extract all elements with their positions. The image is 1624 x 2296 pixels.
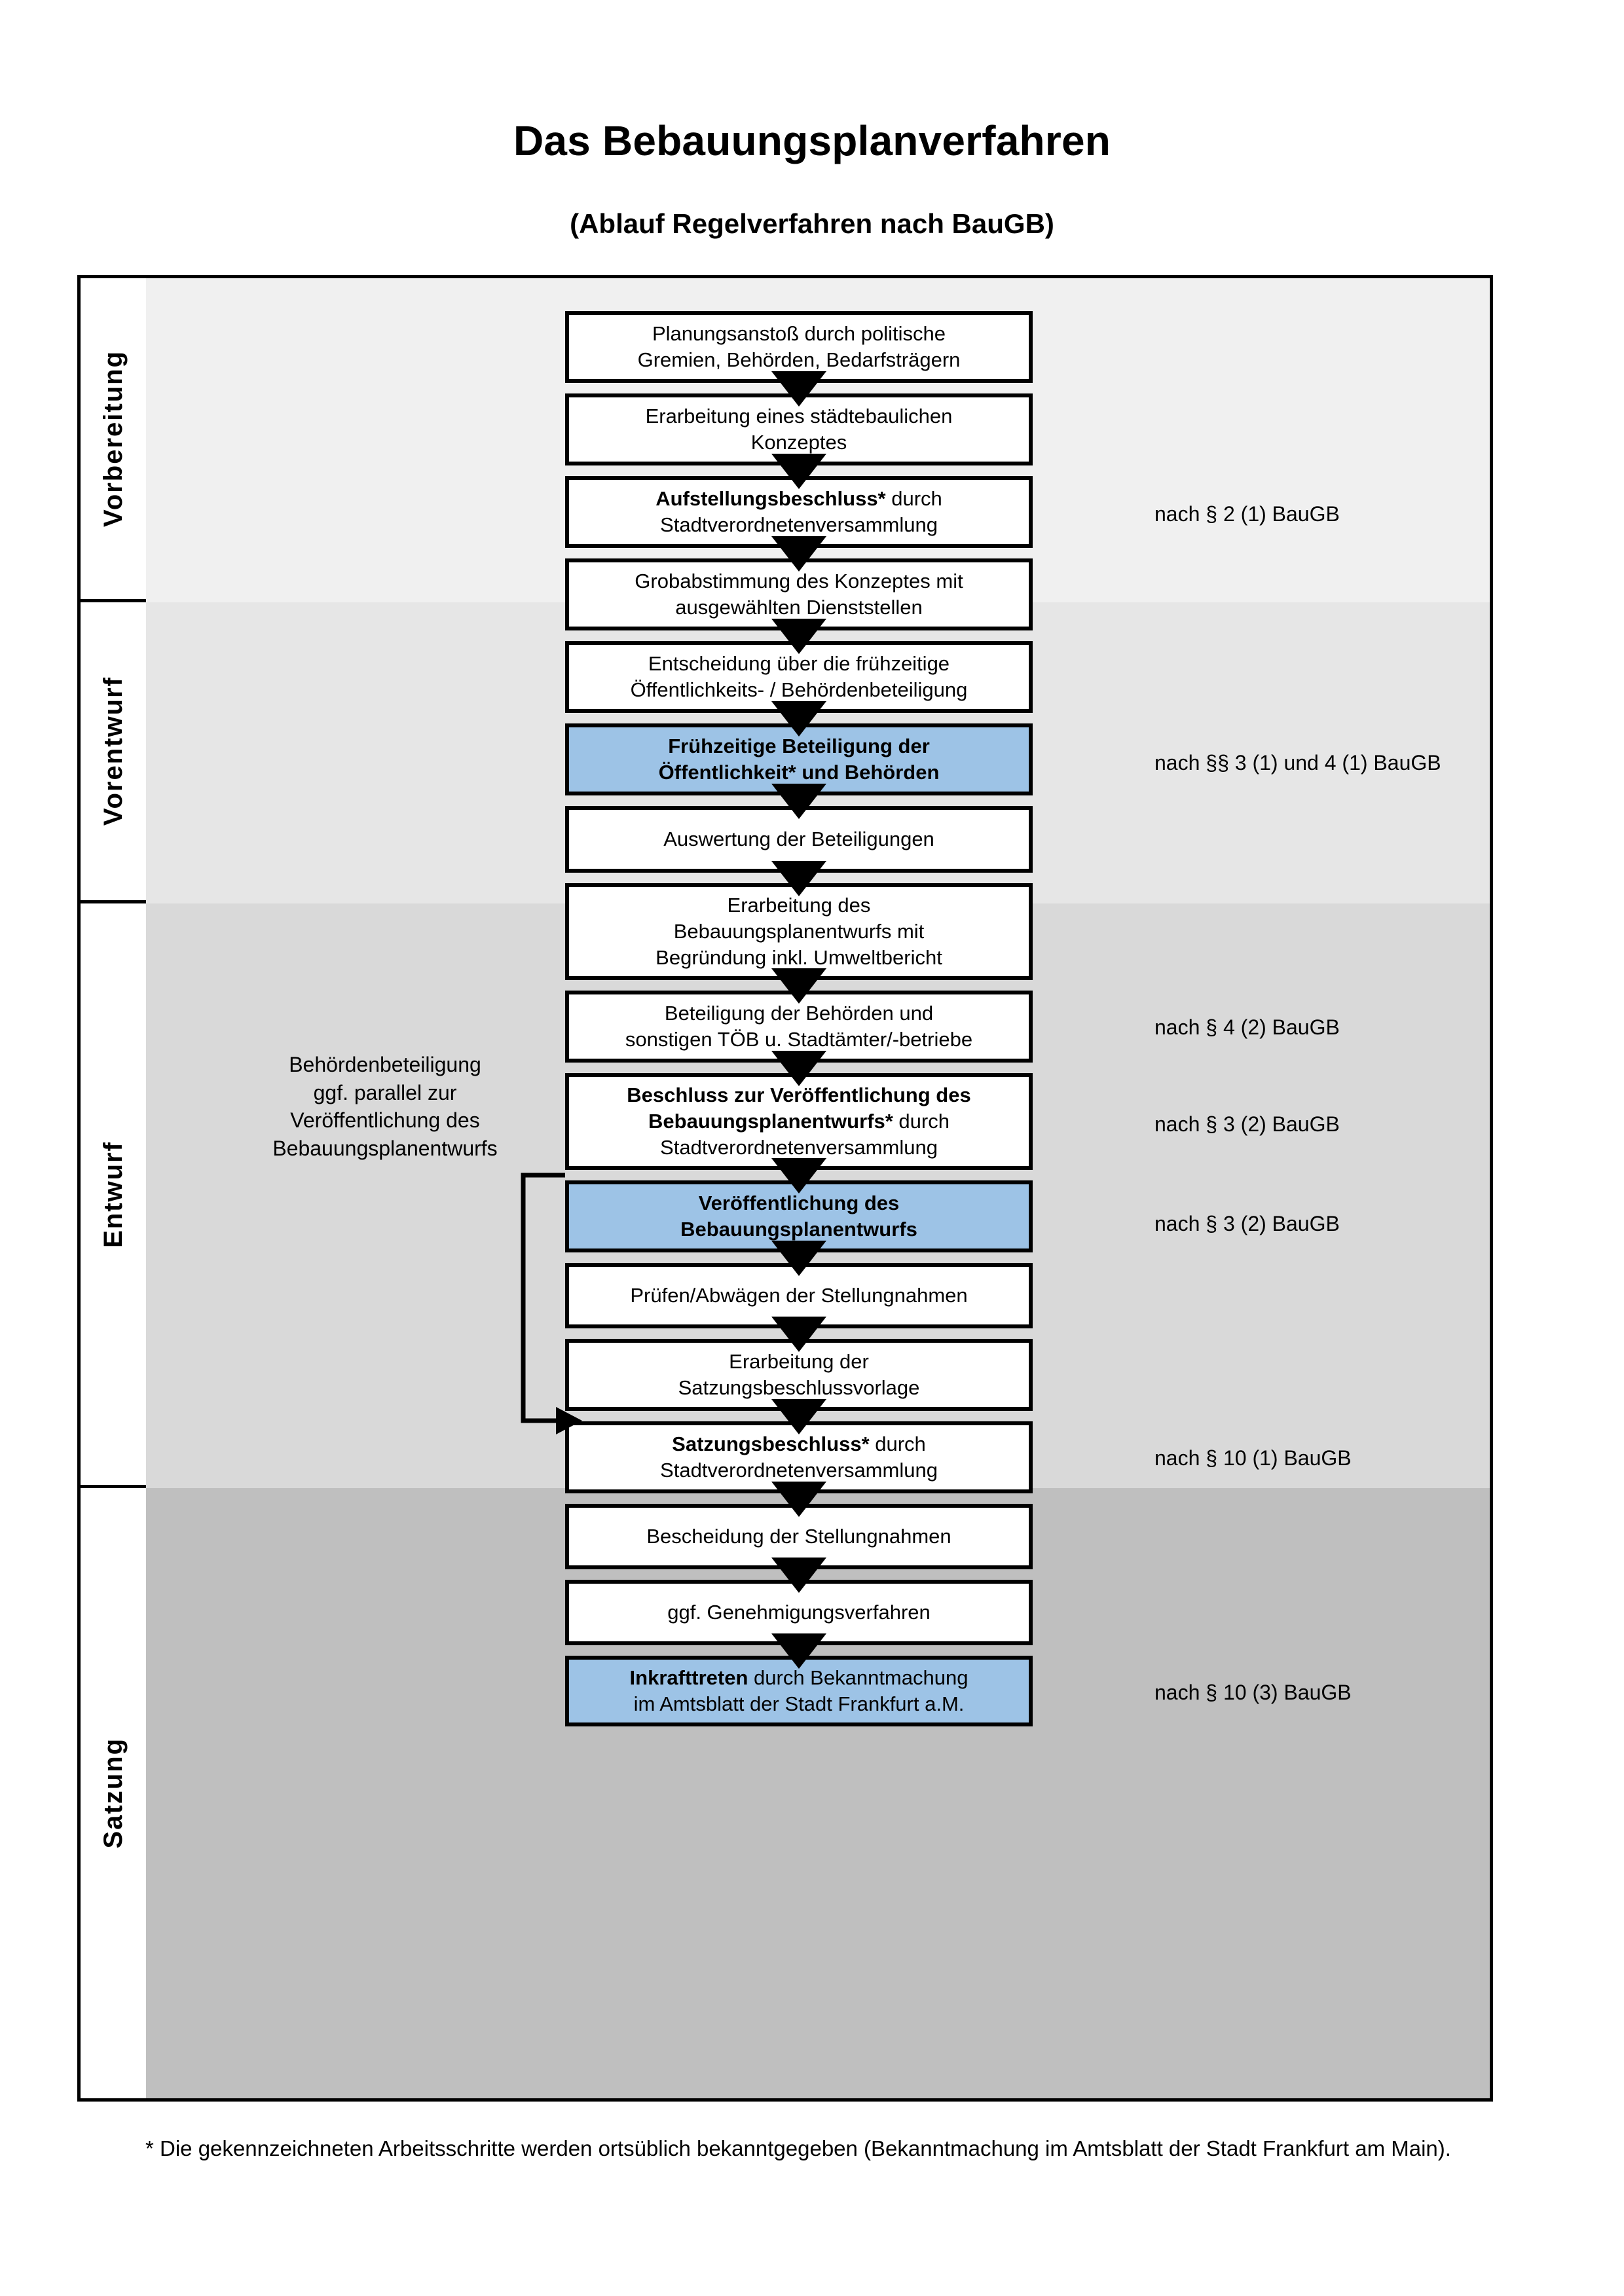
page-title: Das Bebauungsplanverfahren — [513, 117, 1111, 164]
phase-label-entwurf: Entwurf — [81, 903, 146, 1488]
legal-ref-par10-3: nach § 10 (3) BauGB — [1154, 1681, 1352, 1704]
phase-label-text: Vorbereitung — [98, 350, 128, 527]
phase-label-text: Vorentwurf — [98, 676, 128, 826]
arrow-icon — [771, 968, 826, 1004]
page-subtitle: (Ablauf Regelverfahren nach BauGB) — [570, 208, 1054, 239]
side-note-line: Veröffentlichung des — [290, 1108, 480, 1133]
side-note-behoerdenbeteiligung: Behördenbeteiligung ggf. parallel zur Ve… — [212, 1051, 559, 1162]
phase-label-text: Satzung — [98, 1738, 128, 1849]
legal-ref-par3-2-a: nach § 3 (2) BauGB — [1154, 1112, 1340, 1136]
arrow-icon — [771, 536, 826, 572]
arrow-icon — [771, 371, 826, 407]
step-text: Auswertung der Beteiligungen — [663, 827, 934, 850]
footnote: * Die gekennzeichneten Arbeitsschritte w… — [145, 2136, 1451, 2160]
phase-label-column: Vorbereitung Vorentwurf Entwurf Satzung — [81, 278, 146, 2098]
legal-ref-par3-1-4-1: nach §§ 3 (1) und 4 (1) BauGB — [1154, 751, 1441, 774]
arrow-icon — [771, 1482, 826, 1517]
arrow-icon — [771, 1317, 826, 1352]
step-text: ggf. Genehmigungsverfahren — [667, 1600, 931, 1624]
arrow-icon — [771, 1558, 826, 1593]
legal-ref-par2-1: nach § 2 (1) BauGB — [1154, 502, 1340, 526]
legal-ref-par10-1: nach § 10 (1) BauGB — [1154, 1446, 1352, 1470]
phase-label-satzung: Satzung — [81, 1488, 146, 2098]
arrow-icon — [771, 1051, 826, 1086]
arrow-icon — [771, 1158, 826, 1194]
step-text: Bescheidung der Stellungnahmen — [646, 1524, 951, 1548]
phase-label-text: Entwurf — [98, 1140, 128, 1248]
arrow-icon — [771, 619, 826, 654]
arrow-icon — [771, 784, 826, 819]
phase-label-vorbereitung: Vorbereitung — [81, 278, 146, 602]
step-text: Prüfen/Abwägen der Stellungnahmen — [630, 1283, 968, 1307]
phase-label-vorentwurf: Vorentwurf — [81, 602, 146, 903]
arrow-icon — [771, 1399, 826, 1434]
arrow-icon — [771, 1633, 826, 1669]
arrow-icon — [771, 454, 826, 489]
arrow-icon — [771, 861, 826, 896]
diagram-frame: Vorbereitung Vorentwurf Entwurf Satzung … — [77, 275, 1493, 2102]
legal-ref-par4-2: nach § 4 (2) BauGB — [1154, 1015, 1340, 1039]
side-note-line: ggf. parallel zur — [313, 1080, 457, 1104]
side-note-line: Bebauungsplanentwurfs — [272, 1136, 498, 1160]
arrow-icon — [771, 701, 826, 737]
side-note-line: Behördenbeteiligung — [289, 1053, 481, 1076]
legal-ref-par3-2-b: nach § 3 (2) BauGB — [1154, 1212, 1340, 1235]
arrow-icon — [771, 1241, 826, 1276]
